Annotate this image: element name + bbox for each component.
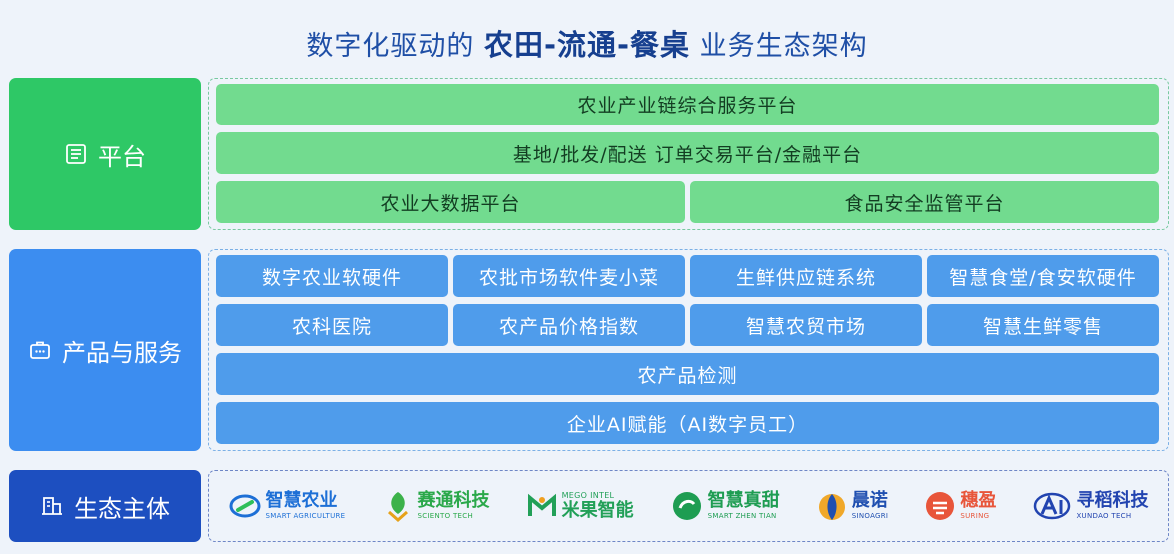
partner-name-en: SCIENTO TECH (417, 512, 474, 520)
product-cell: 生鲜供应链系统 (690, 255, 922, 297)
partner-logo: 赛通科技 SCIENTO TECH (383, 490, 490, 522)
sinoagri-icon (818, 494, 845, 520)
platform-cell: 农业大数据平台 (216, 181, 685, 223)
partner-logo: 寻稻科技 XUNDAO TECH (1033, 491, 1148, 521)
page-title: 数字化驱动的 农田-流通-餐桌 业务生态架构 (0, 22, 1174, 64)
partner-name-en: SMART AGRICULTURE (265, 512, 346, 520)
partner-name: 米果智能 (561, 500, 634, 521)
title-prefix: 数字化驱动的 (306, 31, 484, 62)
building-icon (42, 497, 62, 515)
smart-agriculture-logo-icon (229, 494, 261, 518)
product-cell: 数字农业软硬件 (216, 255, 448, 297)
partner-name: 智慧农业 (265, 490, 338, 511)
product-cell: 智慧农贸市场 (690, 304, 922, 346)
sciento-leaf-icon (387, 492, 408, 522)
product-cell: 农产品价格指数 (453, 304, 685, 346)
mego-m-icon (527, 493, 556, 516)
toolbox-icon (30, 341, 50, 359)
platform-cell: 农业产业链综合服务平台 (216, 84, 1159, 125)
layer-label-ecosystem: 生态主体 (9, 470, 201, 542)
xundao-ai-icon (1034, 492, 1071, 520)
layer-label-text: 平台 (98, 142, 146, 171)
layer-label-text: 生态主体 (74, 494, 170, 523)
partner-name-en: SURING (960, 512, 990, 520)
layer-label-platform: 平台 (9, 78, 201, 230)
partner-logo: MEGO INTEL 米果智能 (527, 492, 634, 520)
document-list-icon (66, 144, 86, 164)
product-cell: 农批市场软件麦小菜 (453, 255, 685, 297)
partner-name-en: XUNDAO TECH (1076, 512, 1132, 520)
product-cell: 智慧生鲜零售 (927, 304, 1159, 346)
platform-cell: 食品安全监管平台 (690, 181, 1159, 223)
partner-name-en: SMART ZHEN TIAN (707, 512, 777, 520)
product-cell: 农科医院 (216, 304, 448, 346)
smart-zhentian-circle-icon (672, 492, 701, 520)
partner-logo: 智慧真甜 SMART ZHEN TIAN (671, 490, 780, 522)
partner-name-en: SINOAGRI (851, 512, 889, 520)
layer-label-product: 产品与服务 (9, 249, 201, 451)
partner-logo: 晨诺 SINOAGRI (817, 490, 889, 522)
partner-logos: 智慧农业 SMART AGRICULTURE 赛通科技 SCIENTO TECH… (210, 472, 1167, 540)
suring-icon (926, 492, 955, 520)
partner-name: 赛通科技 (417, 490, 490, 511)
product-cell: 企业AI赋能（AI数字员工） (216, 402, 1159, 444)
partner-name: 寻稻科技 (1076, 490, 1149, 511)
partner-name: 穗盈 (960, 490, 997, 511)
product-cell: 智慧食堂/食安软硬件 (927, 255, 1159, 297)
partner-logo: 穗盈 SURING (925, 491, 996, 521)
platform-cell: 基地/批发/配送 订单交易平台/金融平台 (216, 132, 1159, 174)
title-emphasis: 农田-流通-餐桌 (483, 28, 691, 62)
partner-name: 智慧真甜 (707, 490, 780, 511)
product-container (208, 249, 1169, 451)
partner-name: 晨诺 (851, 490, 888, 511)
partner-logo: 智慧农业 SMART AGRICULTURE (229, 490, 346, 522)
layer-label-text: 产品与服务 (62, 338, 182, 367)
partner-name-en: MEGO INTEL (561, 491, 615, 500)
product-cell: 农产品检测 (216, 353, 1159, 395)
platform-container (208, 78, 1169, 230)
ecosystem-container (208, 470, 1169, 542)
title-suffix: 业务生态架构 (690, 31, 868, 62)
